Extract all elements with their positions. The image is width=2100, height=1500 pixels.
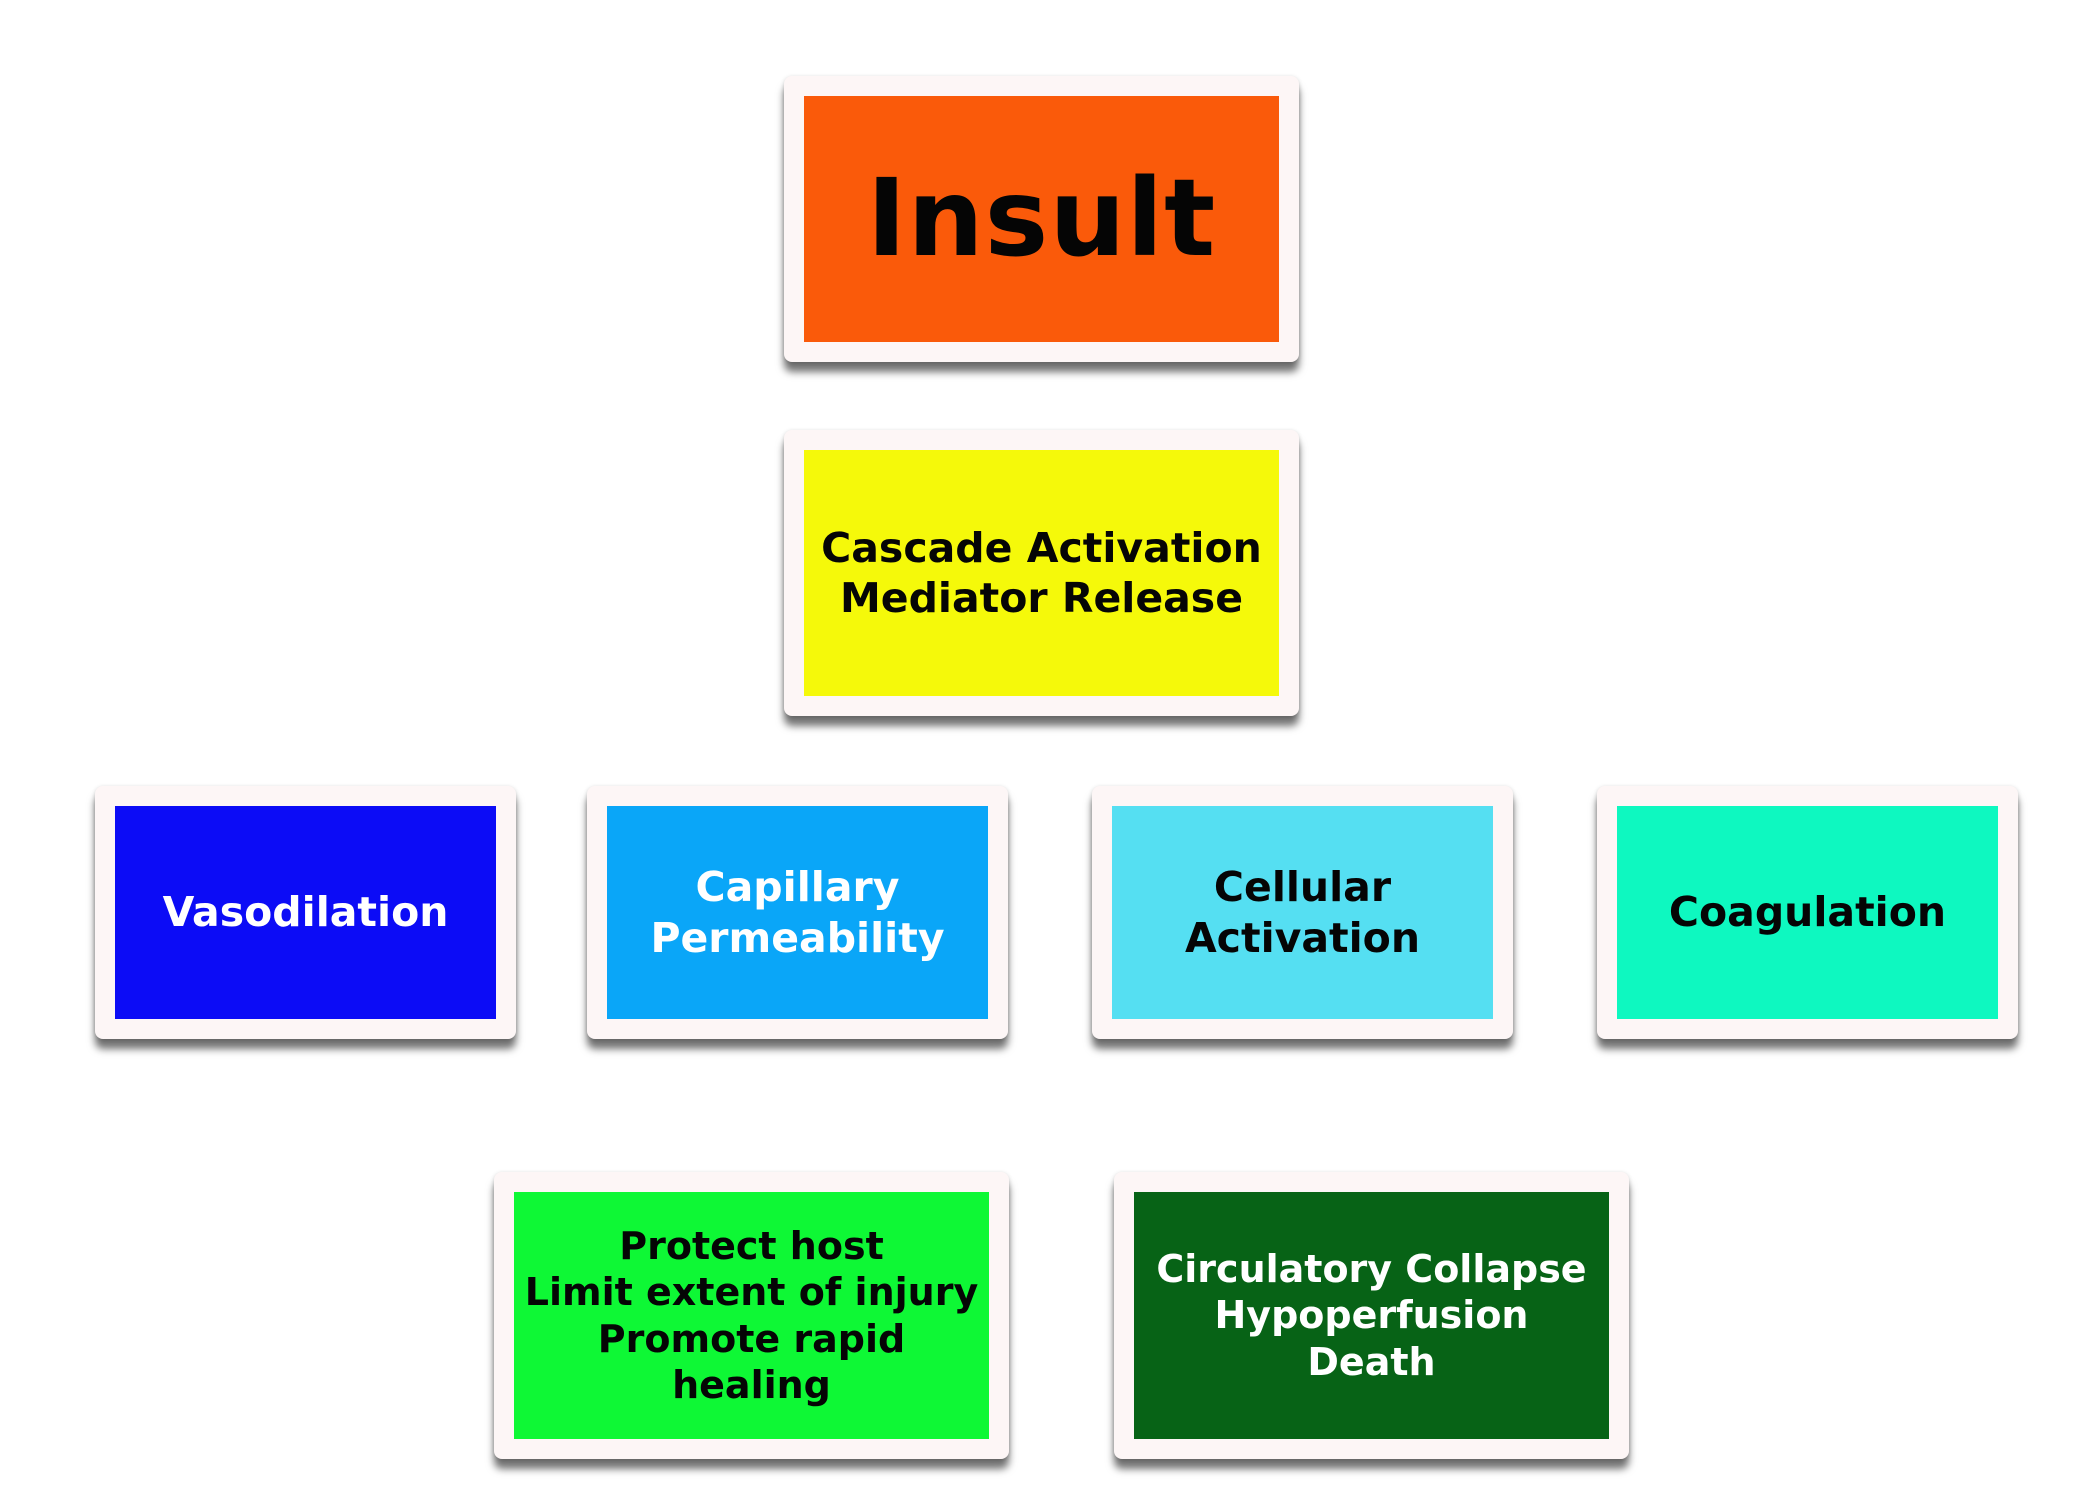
node-protect-host-box: Protect host Limit extent of injury Prom… bbox=[514, 1192, 989, 1439]
node-capillary-permeability: Capillary Permeability bbox=[587, 786, 1008, 1039]
node-protect-host-label: Protect host Limit extent of injury Prom… bbox=[524, 1223, 979, 1407]
node-capillary-permeability-box: Capillary Permeability bbox=[607, 806, 988, 1019]
node-insult-label: Insult bbox=[866, 156, 1217, 281]
node-vasodilation-label: Vasodilation bbox=[162, 888, 449, 937]
node-circulatory-collapse-box: Circulatory Collapse Hypoperfusion Death bbox=[1134, 1192, 1609, 1439]
node-insult: Insult bbox=[784, 76, 1299, 362]
node-vasodilation: Vasodilation bbox=[95, 786, 516, 1039]
node-coagulation-label: Coagulation bbox=[1668, 888, 1947, 937]
node-coagulation-box: Coagulation bbox=[1617, 806, 1998, 1019]
node-circulatory-collapse: Circulatory Collapse Hypoperfusion Death bbox=[1114, 1172, 1629, 1459]
node-capillary-permeability-label: Capillary Permeability bbox=[650, 863, 945, 962]
node-circulatory-collapse-label: Circulatory Collapse Hypoperfusion Death bbox=[1156, 1246, 1587, 1384]
node-insult-box: Insult bbox=[804, 96, 1279, 342]
node-coagulation: Coagulation bbox=[1597, 786, 2018, 1039]
node-cellular-activation-box: Cellular Activation bbox=[1112, 806, 1493, 1019]
node-vasodilation-box: Vasodilation bbox=[115, 806, 496, 1019]
node-cellular-activation-label: Cellular Activation bbox=[1184, 863, 1421, 962]
node-protect-host: Protect host Limit extent of injury Prom… bbox=[494, 1172, 1009, 1459]
node-cellular-activation: Cellular Activation bbox=[1092, 786, 1513, 1039]
node-cascade-activation-box: Cascade Activation Mediator Release bbox=[804, 450, 1279, 696]
node-cascade-activation-label: Cascade Activation Mediator Release bbox=[821, 523, 1262, 622]
node-cascade-activation: Cascade Activation Mediator Release bbox=[784, 430, 1299, 716]
